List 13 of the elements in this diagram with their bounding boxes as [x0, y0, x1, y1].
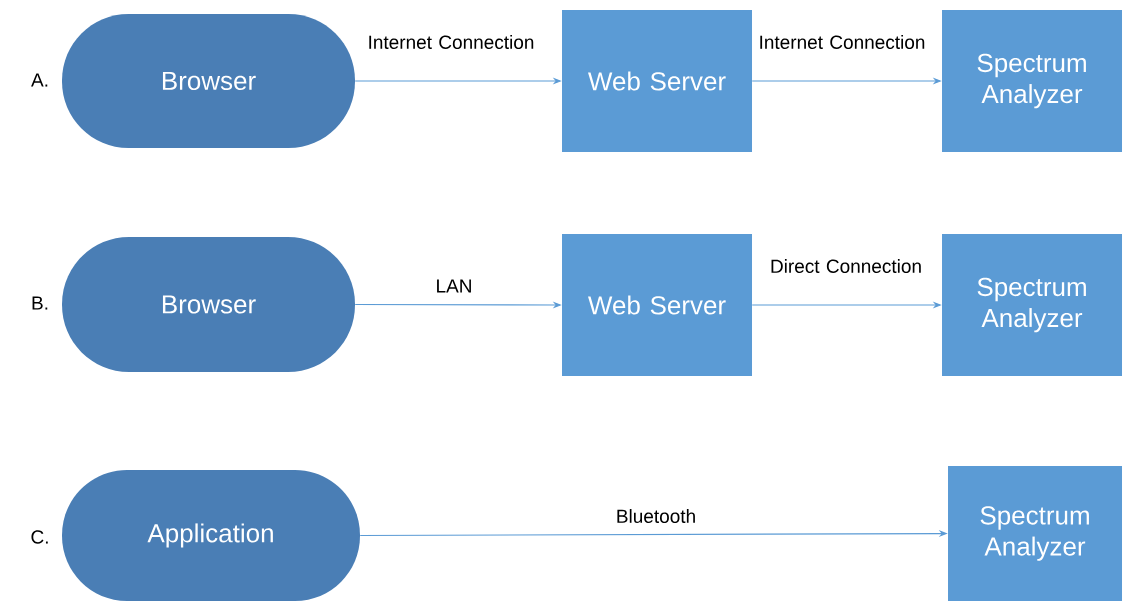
process-box: Spectrum Analyzer [948, 466, 1122, 601]
edge-label: Direct Connection [771, 259, 921, 273]
process-box: Web Server [562, 10, 752, 152]
process-box: Spectrum Analyzer [942, 10, 1122, 152]
edge-label: Internet Connection [369, 35, 534, 49]
process-box: Web Server [562, 234, 752, 376]
edge-label: Internet Connection [760, 35, 925, 49]
edge-label: Bluetooth [617, 509, 695, 523]
rounded-node: Application [62, 470, 360, 601]
edge-label: LAN [437, 279, 471, 293]
rounded-node: Browser [62, 14, 355, 148]
rounded-node: Browser [62, 237, 355, 372]
process-box: Spectrum Analyzer [942, 234, 1122, 376]
